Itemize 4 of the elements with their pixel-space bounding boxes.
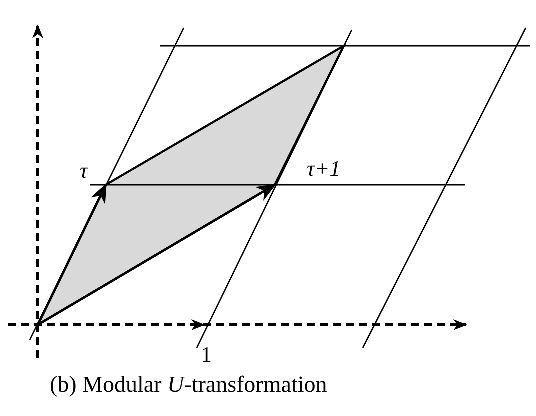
caption: (b) Modular U-transformation xyxy=(50,371,328,399)
point-label: τ xyxy=(80,160,88,182)
point-label: τ+1 xyxy=(307,158,341,180)
point-label: 1 xyxy=(201,344,212,366)
